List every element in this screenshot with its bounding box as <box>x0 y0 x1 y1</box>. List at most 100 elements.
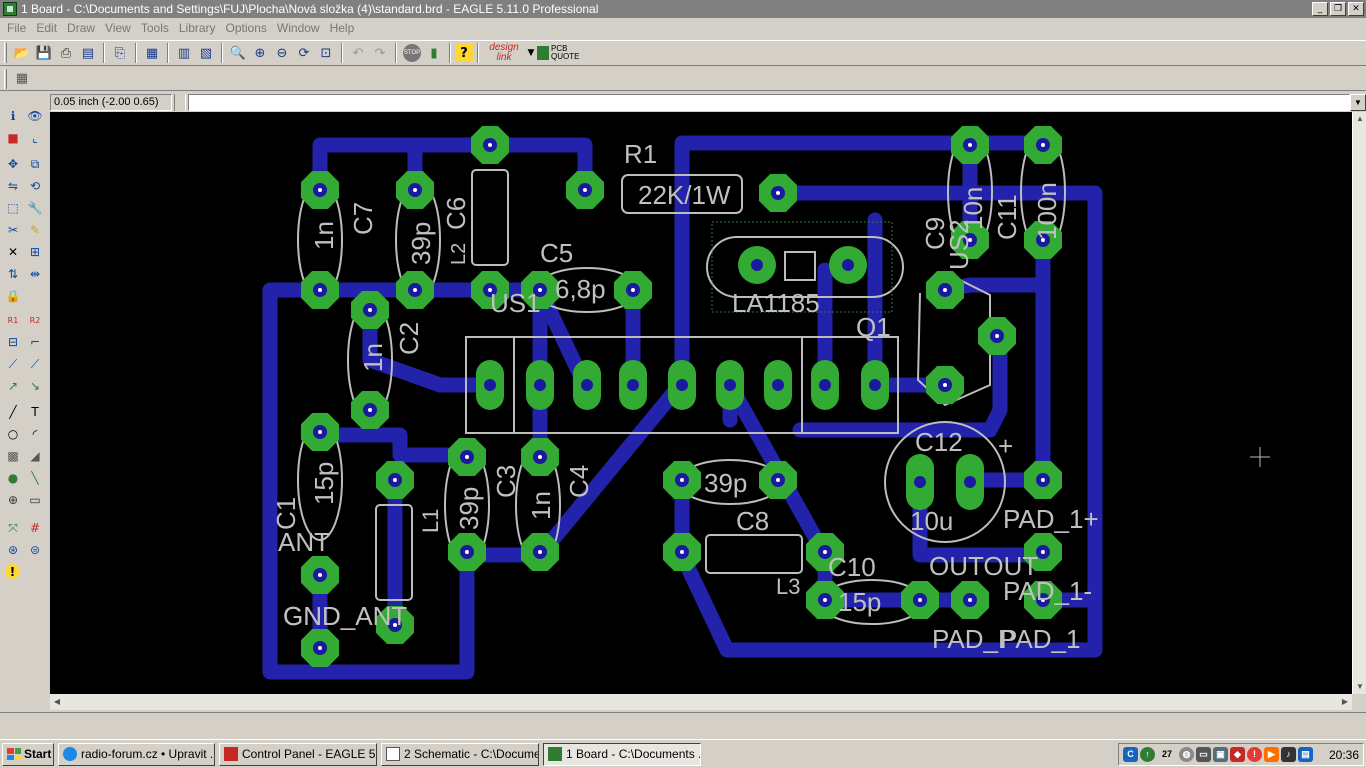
smash-icon[interactable]: ⊟ <box>7 335 19 349</box>
copy-icon[interactable]: ⧉ <box>30 156 40 171</box>
optimize-icon[interactable]: ⇹ <box>29 267 41 281</box>
arc-icon[interactable]: ◜ <box>32 427 38 441</box>
menu-edit[interactable]: Edit <box>36 21 58 35</box>
scroll-up-icon[interactable]: ▲ <box>1356 114 1364 123</box>
restore-button[interactable]: ❐ <box>1330 2 1346 16</box>
delete-icon[interactable]: ✕ <box>7 245 19 259</box>
tray-display-icon[interactable]: ▤ <box>1298 747 1313 762</box>
window-title-bar[interactable]: 1 Board - C:\Documents and Settings\FUJ\… <box>0 0 1366 18</box>
route-icon[interactable]: ↗ <box>7 379 19 393</box>
tray-shield-icon[interactable]: ◆ <box>1230 747 1245 762</box>
command-history-dropdown[interactable]: ▼ <box>1350 93 1366 111</box>
tray-media-icon[interactable]: ▶ <box>1264 747 1279 762</box>
open-icon[interactable]: 📂 <box>13 45 31 61</box>
menu-window[interactable]: Window <box>276 21 320 35</box>
undo-icon[interactable]: ↶ <box>352 45 364 61</box>
polygon-icon[interactable]: ◢ <box>30 449 40 463</box>
autorouter-icon[interactable]: # <box>29 521 41 535</box>
ripup-icon[interactable]: ↘ <box>29 379 41 393</box>
task-control-panel[interactable]: Control Panel - EAGLE 5.... <box>219 742 377 766</box>
paste-icon[interactable]: ✂ <box>7 223 19 237</box>
rect-icon[interactable]: ▩ <box>7 449 19 463</box>
split-icon[interactable]: ⟋ <box>8 356 18 371</box>
eagle-app-icon[interactable] <box>3 2 17 16</box>
group-icon[interactable]: ⬚ <box>7 201 19 215</box>
board-canvas[interactable]: R1 22K/1W C7 1n C6 39p L2 C5 6,8p US1 LA… <box>50 112 1352 694</box>
menu-library[interactable]: Library <box>178 21 216 35</box>
zoom-out-icon[interactable]: ⊖ <box>276 45 288 61</box>
menu-help[interactable]: Help <box>329 21 355 35</box>
tray-badge[interactable]: 27 <box>1161 749 1172 759</box>
scroll-down-icon[interactable]: ▼ <box>1356 682 1364 691</box>
menu-file[interactable]: File <box>7 21 27 35</box>
move-icon[interactable]: ✥ <box>7 157 19 171</box>
script-icon[interactable]: ▦ <box>145 45 159 61</box>
go-icon[interactable]: ▮ <box>430 45 438 61</box>
wire-icon[interactable]: ╱ <box>9 405 17 419</box>
menu-tools[interactable]: Tools <box>140 21 169 35</box>
replace-icon[interactable]: ⇅ <box>7 267 19 281</box>
miter-icon[interactable]: ⌐ <box>29 335 41 349</box>
text-icon[interactable]: T <box>31 405 39 419</box>
zoom-in-icon[interactable]: ⊕ <box>254 45 266 61</box>
use-library-icon[interactable]: ⎘ <box>114 45 126 61</box>
cut-icon[interactable]: ✎ <box>29 223 41 237</box>
schematic-icon[interactable]: ▥ <box>177 45 191 61</box>
toolbar-grip[interactable] <box>4 43 7 63</box>
tray-volume-icon[interactable]: ♪ <box>1281 747 1296 762</box>
add-icon[interactable]: ⊞ <box>29 245 41 259</box>
close-button[interactable]: ✕ <box>1348 2 1364 16</box>
save-icon[interactable]: 💾 <box>35 45 53 61</box>
value-icon[interactable]: R2 <box>29 315 41 325</box>
attribute-icon[interactable]: ▭ <box>29 493 41 507</box>
mark-icon[interactable]: ⌞ <box>32 131 38 145</box>
scroll-left-icon[interactable]: ◀ <box>53 697 61 706</box>
circle-icon[interactable]: ○ <box>7 427 19 441</box>
tray-network-icon[interactable]: ▭ <box>1196 747 1211 762</box>
designlink-dropdown-icon[interactable]: ▼ <box>527 48 535 58</box>
horizontal-scrollbar[interactable]: ◀ ▶ <box>50 694 1352 710</box>
grid-icon[interactable]: ▦ <box>15 71 29 86</box>
task-schematic[interactable]: 2 Schematic - C:\Docume... <box>381 742 539 766</box>
mirror-icon[interactable]: ⇋ <box>7 179 19 193</box>
task-board[interactable]: 1 Board - C:\Documents ... <box>543 742 701 766</box>
menu-view[interactable]: View <box>105 21 131 35</box>
cam-processor-icon[interactable]: ▤ <box>81 45 95 61</box>
tray-cs-icon[interactable]: C <box>1123 747 1138 762</box>
ratsnest-icon[interactable]: ⤧ <box>8 520 18 535</box>
name-icon[interactable]: R1 <box>7 315 19 325</box>
toolbar-grip-2[interactable] <box>4 68 7 89</box>
lock-icon[interactable]: 🔒 <box>5 289 21 303</box>
start-button[interactable]: Start <box>2 742 54 766</box>
redraw-icon[interactable]: ⟳ <box>298 45 310 61</box>
scroll-right-icon[interactable]: ▶ <box>1341 697 1349 706</box>
signal-icon[interactable]: ╲ <box>31 471 39 485</box>
ulp-icon[interactable]: ▧ <box>199 45 213 61</box>
command-input[interactable] <box>188 93 1350 111</box>
stop-icon[interactable]: STOP <box>401 42 423 64</box>
vertical-scrollbar[interactable]: ▲ ▼ <box>1352 112 1366 694</box>
tray-alert-icon[interactable]: ! <box>1247 747 1262 762</box>
minimize-button[interactable]: _ <box>1312 2 1328 16</box>
print-icon[interactable]: ⎙ <box>60 45 72 61</box>
help-icon[interactable]: ? <box>455 44 473 62</box>
menu-options[interactable]: Options <box>225 21 267 35</box>
zoom-fit-icon[interactable]: 🔍 <box>229 45 247 61</box>
tray-monitor-icon[interactable]: ▣ <box>1213 747 1228 762</box>
menu-draw[interactable]: Draw <box>67 21 96 35</box>
erc-icon[interactable]: ! <box>5 564 20 579</box>
optimize-wire-icon[interactable]: ⟋ <box>30 356 40 371</box>
tray-update-icon[interactable]: ↑ <box>1140 747 1155 762</box>
change-icon[interactable]: 🔧 <box>27 201 43 215</box>
redo-icon[interactable]: ↷ <box>374 45 386 61</box>
rotate-icon[interactable]: ⟲ <box>29 179 41 193</box>
zoom-select-icon[interactable]: ⊡ <box>320 45 332 61</box>
tray-globe-icon[interactable]: ◍ <box>1179 747 1194 762</box>
errors-icon[interactable]: ⊜ <box>29 543 41 557</box>
show-icon[interactable]: 👁 <box>27 109 43 123</box>
hole-icon[interactable]: ⊕ <box>7 493 19 507</box>
task-browser[interactable]: radio-forum.cz • Upravit ... <box>58 742 215 766</box>
info-icon[interactable]: ℹ <box>10 109 16 123</box>
via-icon[interactable]: ● <box>7 471 19 485</box>
